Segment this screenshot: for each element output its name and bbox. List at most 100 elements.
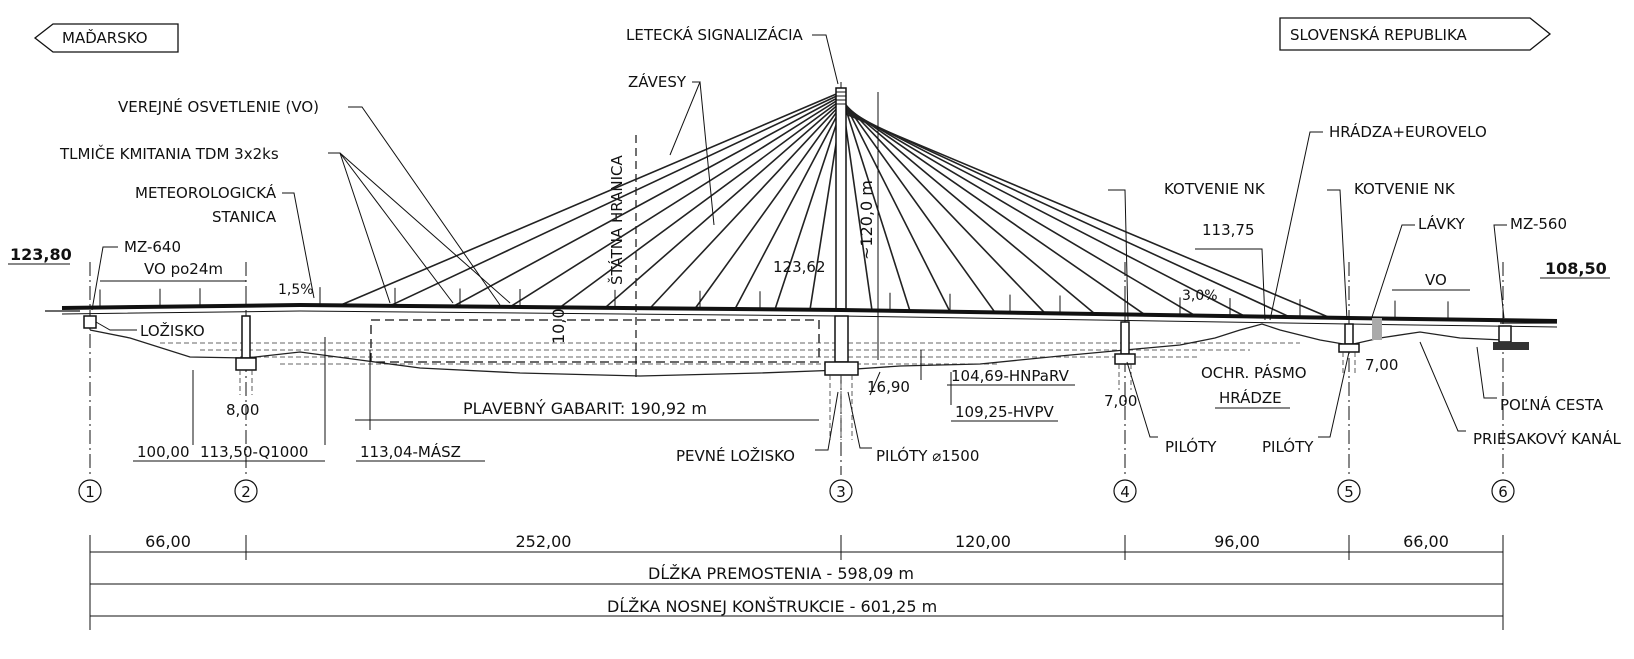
span-labels: 66,00 252,00 120,00 96,00 66,00 [145,532,1449,551]
abutment-6 [1498,325,1512,343]
bearing-label: LOŽISKO [140,321,205,340]
stay-cable [840,101,1096,315]
span-length-label: 96,00 [1214,532,1260,551]
stay-cable [559,99,842,309]
pylon [835,87,847,311]
walkway-ramp [1372,318,1382,340]
hnparv-label: 104,69-HNPaRV [951,367,1070,385]
lighting-posts [99,287,1449,320]
vo-right-label: VO [1425,271,1447,289]
navigation-gauge-label: PLAVEBNÝ GABARIT: 190,92 m [463,399,707,418]
lighting-label: VEREJNÉ OSVETLENIE (VO) [118,97,319,116]
anchor-nk-label-2: KOTVENIE NK [1354,180,1456,198]
support-marker-circle [829,479,853,503]
cables-label: ZÁVESY [628,72,687,91]
pier-2 [241,315,251,359]
abutment-6-base [1493,342,1529,350]
structure-length-label: DĹŽKA NOSNEJ KONŠTRUKCIE - 601,25 m [607,597,937,616]
piles-label-a: PILÓTY [1165,437,1217,456]
mz640-label: MZ-640 [124,238,181,256]
stay-cable [840,111,1331,319]
stay-cable [840,109,1291,318]
weather-station-label-2: STANICA [212,208,277,226]
seepage-canal-label: PRIESAKOVÝ KANÁL [1473,429,1621,448]
support-marker-circle [1113,479,1137,503]
walkways-label: LÁVKY [1418,214,1466,233]
water-levels [160,342,1300,365]
stay-cable [509,97,842,308]
navigation-clearance-box [370,319,820,363]
state-border-label: ŠTÁTNA HRANICA [607,154,626,285]
clearance-height-label: 10,0 [549,308,568,344]
anchor-nk-label-1: KOTVENIE NK [1164,180,1266,198]
field-road-label: POĽNÁ CESTA [1500,395,1604,414]
stay-cable [389,93,842,307]
weather-station-label-1: METEOROLOGICKÁ [135,183,277,202]
pier-5-footing [1338,343,1360,353]
vo-spacing-label: VO po24m [144,260,223,278]
span-length-label: 120,00 [955,532,1011,551]
slope-right-label: 3,0% [1182,288,1218,304]
stay-cable [452,95,842,308]
stay-cable [649,103,842,309]
pier2-depth-label: 8,00 [226,401,259,419]
mz560-label: MZ-560 [1510,215,1567,233]
ground-level-label: 100,00 [137,443,190,461]
bridge-deck [45,302,1558,328]
elevation-pylon: 123,62 [773,258,826,276]
country-arrow-left: MAĎARSKO [33,23,179,53]
span-length-label: 252,00 [516,532,572,551]
pier-5 [1344,323,1354,345]
stay-cable [604,101,842,309]
piles-label-b: PILÓTY [1262,437,1314,456]
slope-left-label: 1,5% [278,282,314,298]
stay-cable [774,109,842,310]
stay-cable [840,99,1046,314]
span-length-label: 66,00 [1403,532,1449,551]
pier-4 [1120,321,1130,355]
elevation-left: 123,80 [10,245,72,264]
stay-cable [840,95,951,313]
stay-cable [734,107,842,310]
pier-3 [834,315,849,363]
support-number: 4 [1120,483,1130,501]
piers [83,315,1529,376]
protection-zone-label-1: OCHR. PÁSMO [1201,363,1307,382]
stay-cable [840,105,1196,317]
stay-cable [840,97,996,313]
support-number: 3 [836,483,846,501]
pier-4-footing [1114,353,1136,365]
stay-cable [840,93,911,312]
support-number: 2 [241,483,251,501]
masz-label: 113,04-MÁSZ [360,442,461,461]
stay-cable [840,107,1246,318]
elevation-right: 108,50 [1545,259,1607,278]
country-arrow-right: SLOVENSKÁ REPUBLIKA [1279,17,1552,51]
pier-2-footing [235,357,257,371]
aviation-signal-label: LETECKÁ SIGNALIZÁCIA [626,25,804,44]
q1000-label: 113,50-Q1000 [200,443,308,461]
pier4-depth-label: 7,00 [1104,392,1137,410]
pier5-depth-label: 7,00 [1365,356,1398,374]
support-number: 6 [1498,483,1508,501]
country-left-label: MAĎARSKO [62,28,148,47]
dike-eurovelo-label: HRÁDZA+EUROVELO [1329,122,1487,141]
support-marker-circle [1337,479,1361,503]
piles [239,352,1356,440]
span-dimension-chain [89,535,1504,630]
dampers-label: TLMIČE KMITANIA TDM 3x2ks [59,144,279,163]
pier3-depth-label: 16,90 [867,378,910,396]
stay-cable [694,105,842,310]
abutment-1 [83,315,97,329]
stay-cable [339,91,842,307]
dike-level-label: 113,75 [1202,221,1255,239]
leader-lines [91,34,1507,451]
country-right-label: SLOVENSKÁ REPUBLIKA [1290,25,1468,44]
span-length-label: 66,00 [145,532,191,551]
pylon-height-label: ~120,0 m [857,180,876,260]
fixed-bearing-label: PEVNÉ LOŽISKO [676,446,795,465]
support-marker-circle [234,479,258,503]
support-marker-circle [78,479,102,503]
protection-zone-label-2: HRÁDZE [1219,388,1282,407]
